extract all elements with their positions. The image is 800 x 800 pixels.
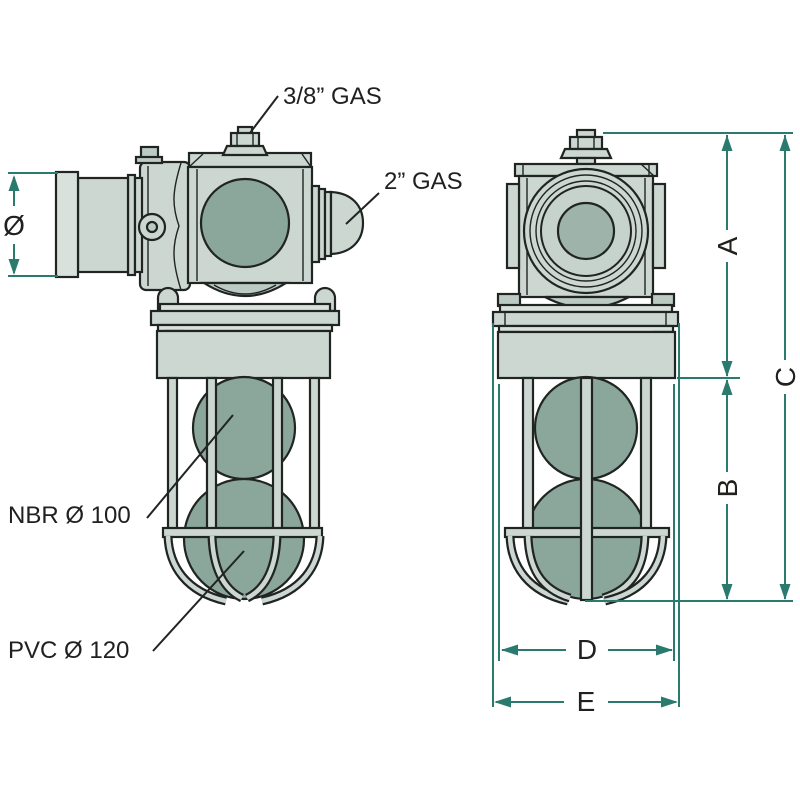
- dimension-e-label: E: [577, 686, 596, 717]
- dimension-a-label: A: [712, 236, 743, 255]
- label-gas-38: 3/8” GAS: [283, 83, 382, 110]
- dimension-b: B: [712, 379, 743, 600]
- protection-cage: [503, 376, 671, 606]
- dimension-d: D: [498, 384, 675, 665]
- callout-labels: 3/8” GAS 2” GAS NBR Ø 100 PVC Ø 120: [8, 83, 463, 664]
- skirt: [496, 330, 677, 380]
- leader-gas-2: [345, 192, 380, 225]
- front-view: [491, 128, 680, 606]
- label-nbr: NBR Ø 100: [8, 502, 131, 529]
- leader-nbr: [146, 414, 234, 519]
- top-fitting: [221, 125, 269, 157]
- dimension-diameter-label: Ø: [3, 210, 25, 241]
- conduit-entry: [54, 145, 192, 292]
- dimension-c-label: C: [770, 367, 800, 387]
- cover-bolt: [134, 145, 164, 165]
- label-gas-2: 2” GAS: [384, 168, 463, 195]
- skirt: [155, 329, 332, 380]
- dimension-c: C: [770, 135, 800, 600]
- top-fitting: [559, 128, 613, 166]
- label-pvc: PVC Ø 120: [8, 637, 129, 664]
- dimension-a: A: [712, 135, 743, 377]
- leader-gas-38: [249, 95, 279, 134]
- dimension-annotations: Ø A B C: [3, 132, 800, 717]
- dimension-b-label: B: [712, 479, 743, 498]
- side-view: [54, 125, 365, 606]
- lamp-globes: [182, 375, 306, 601]
- pvc-globe: [182, 477, 306, 601]
- leader-pvc: [152, 550, 245, 652]
- dimension-d-label: D: [577, 634, 597, 665]
- lens-window: [199, 177, 291, 269]
- dimension-diameter: Ø: [3, 172, 58, 277]
- lamp-head: [186, 151, 314, 285]
- lamp-head: [505, 162, 667, 299]
- front-cage-bar: [579, 376, 594, 602]
- dome-fitting: [310, 184, 365, 264]
- cage-ring: [161, 526, 324, 539]
- dimension-e: E: [492, 323, 680, 717]
- protection-cage: [161, 376, 325, 606]
- lens-rings: [522, 167, 650, 295]
